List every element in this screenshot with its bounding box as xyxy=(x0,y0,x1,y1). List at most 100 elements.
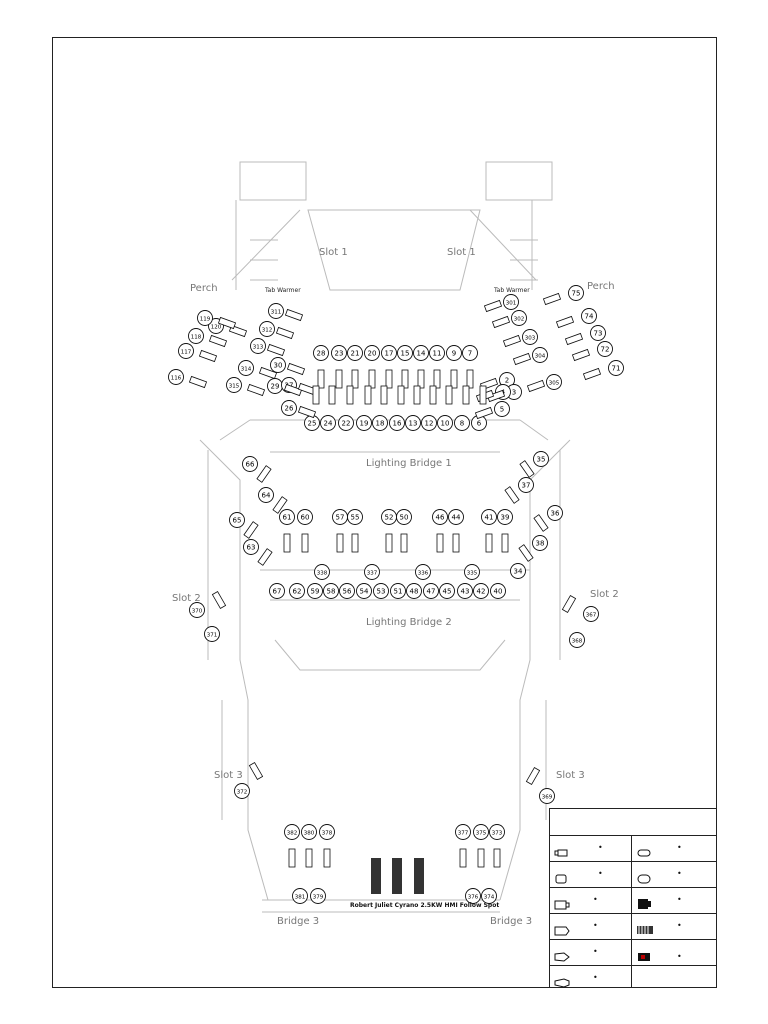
fixture-number: 28 xyxy=(313,345,329,361)
fixture-circle xyxy=(608,360,624,376)
fixture-circle xyxy=(489,824,505,840)
fixture-circle xyxy=(320,415,336,431)
fixture-number-text: 75 xyxy=(572,289,581,297)
legend-value: • xyxy=(593,947,598,956)
fixture-number: 314 xyxy=(238,360,254,376)
fixture-number-text: 35 xyxy=(537,455,546,463)
lamp-symbol xyxy=(519,460,535,478)
fixture-number-text: 375 xyxy=(476,830,487,836)
fixture-circle xyxy=(339,583,355,599)
fixture-number: 20 xyxy=(364,345,380,361)
instrument-symbol-icon xyxy=(554,921,570,940)
fixture-number-text: 367 xyxy=(586,612,597,618)
lamp-symbol xyxy=(380,385,388,405)
bridge2-rail xyxy=(260,569,530,671)
fixture-circle xyxy=(568,285,584,301)
fixture-circle xyxy=(168,369,184,385)
fixture-number-text: 65 xyxy=(233,516,242,524)
lamp-symbol xyxy=(284,308,304,322)
lamp-symbol xyxy=(401,369,409,389)
lamp-symbol xyxy=(368,369,376,389)
fixture-number-text: 59 xyxy=(311,587,320,595)
fixture-circle xyxy=(301,824,317,840)
side-boxes xyxy=(207,450,561,820)
legend-row: • xyxy=(550,965,716,992)
lamp-symbol xyxy=(582,367,602,381)
fixture-circle xyxy=(284,824,300,840)
fixture-circle xyxy=(269,583,285,599)
symbol-legend: ••••••••••• xyxy=(549,808,717,988)
fixture-number: 304 xyxy=(532,347,548,363)
venue-outline xyxy=(199,161,571,913)
fixture-number-text: 7 xyxy=(468,349,472,357)
fixture-number-text: 46 xyxy=(436,513,445,521)
fixture-number-text: 315 xyxy=(229,383,240,389)
fixture-number: 73 xyxy=(590,325,606,341)
follow-spot-3 xyxy=(414,858,424,894)
legend-row: •• xyxy=(550,887,716,914)
lamp-symbol xyxy=(198,349,218,363)
fixture-number: 42 xyxy=(473,583,489,599)
fixture-number-text: 118 xyxy=(191,334,202,340)
fixtures-layer: 1201191181171163143157574737271311312313… xyxy=(168,285,624,904)
lamp-symbol xyxy=(335,369,343,389)
fixture-number: 59 xyxy=(307,583,323,599)
fixture-number-text: 305 xyxy=(549,380,560,386)
fixture-number-text: 52 xyxy=(385,513,394,521)
fixture-circle xyxy=(279,509,295,525)
fixture-circle xyxy=(457,583,473,599)
fixture-circle xyxy=(481,888,497,904)
fixture-number-text: 377 xyxy=(458,830,469,836)
fixture-number-text: 74 xyxy=(585,312,594,320)
slot1-right-label: Slot 1 xyxy=(447,247,476,258)
lamp-symbol xyxy=(417,369,425,389)
fixture-number-text: 72 xyxy=(601,345,610,353)
fixture-number: 64 xyxy=(258,487,274,503)
fixture-number-text: 22 xyxy=(342,419,351,427)
fixture-number-text: 19 xyxy=(360,419,369,427)
fixture-circle xyxy=(429,345,445,361)
fixture-number-text: 302 xyxy=(514,316,525,322)
fixture-circle xyxy=(448,509,464,525)
lamp-symbol xyxy=(351,369,359,389)
lamp-symbol xyxy=(483,299,503,313)
fixture-number: 41 xyxy=(481,509,497,525)
follow-spots-layer xyxy=(371,858,424,894)
fixture-number-text: 57 xyxy=(336,513,345,521)
fixture-number-text: 55 xyxy=(351,513,360,521)
fixture-number: 52 xyxy=(381,509,397,525)
fixture-circle xyxy=(323,583,339,599)
fixture-circle xyxy=(307,583,323,599)
lamp-symbol xyxy=(542,292,562,306)
fixture-number: 338 xyxy=(314,564,330,580)
fixture-number-text: 304 xyxy=(535,353,546,359)
booth-left xyxy=(239,161,307,201)
fixture-number-text: 24 xyxy=(324,419,333,427)
fixture-circle xyxy=(415,564,431,580)
fixture-number: 381 xyxy=(292,888,308,904)
fixture-number: 55 xyxy=(347,509,363,525)
lamp-symbol xyxy=(462,385,470,405)
bridge3-right-label: Bridge 3 xyxy=(490,916,533,927)
lamp-symbol xyxy=(217,316,237,330)
fixture-number: 48 xyxy=(406,583,422,599)
fixture-number-text: 313 xyxy=(253,344,264,350)
perch-left-label: Perch xyxy=(190,283,218,294)
fixture-number-text: 44 xyxy=(452,513,461,521)
fixture-circle xyxy=(364,564,380,580)
fixture-number-text: 18 xyxy=(376,419,385,427)
fixture-number: 375 xyxy=(473,824,489,840)
lamp-symbol xyxy=(297,405,317,419)
lamp-symbol xyxy=(561,595,577,613)
fixture-circle xyxy=(338,415,354,431)
legend-value: • xyxy=(593,895,598,904)
fixture-number: 305 xyxy=(546,374,562,390)
fixture-circle xyxy=(532,347,548,363)
legend-value: • xyxy=(677,952,682,961)
legend-cell: • xyxy=(550,940,631,966)
fixture-number: 47 xyxy=(423,583,439,599)
fixture-number: 7 xyxy=(462,345,478,361)
fixture-number-text: 56 xyxy=(343,587,352,595)
lamp-symbol xyxy=(466,369,474,389)
fixture-number-text: 39 xyxy=(501,513,510,521)
